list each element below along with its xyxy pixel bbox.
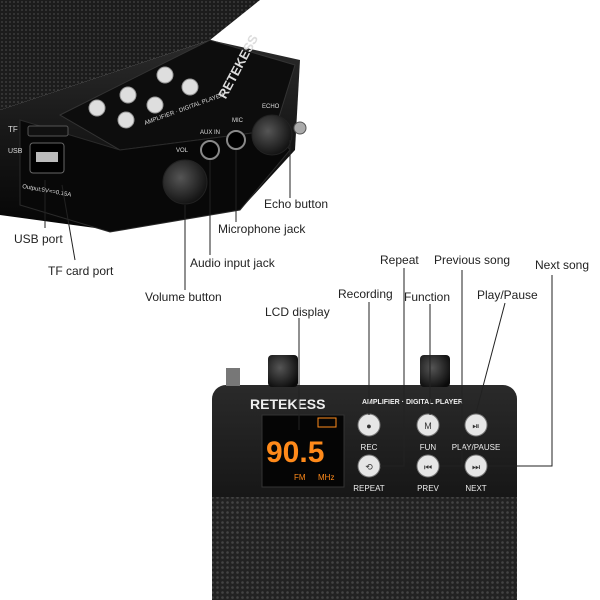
usb-label: USB bbox=[8, 148, 23, 155]
front-subtitle: AMPLIFIER · DIGITAL PLAYER bbox=[362, 399, 463, 406]
previous-song-callout: Previous song bbox=[434, 253, 511, 267]
front-brand: RETEKESS bbox=[250, 396, 325, 412]
usb-port-callout: USB port bbox=[14, 232, 63, 246]
audio-input-jack-callout: Audio input jack bbox=[190, 256, 275, 270]
lcd-display-callout: LCD display bbox=[265, 305, 330, 319]
play-pause-button bbox=[464, 413, 488, 437]
next-label: NEXT bbox=[465, 484, 486, 493]
top-device-body bbox=[0, 0, 307, 233]
play-pause-callout: Play/Pause bbox=[477, 288, 538, 302]
aux-label: AUX IN bbox=[200, 130, 220, 136]
repeat-label: REPEAT bbox=[353, 484, 385, 493]
play-pause-icon: ⏯ bbox=[472, 421, 479, 431]
function-callout: Function bbox=[404, 290, 451, 304]
repeat-callout: Repeat bbox=[380, 253, 419, 267]
microphone-jack-callout: Microphone jack bbox=[218, 222, 306, 236]
echo-label: ECHO bbox=[262, 104, 280, 110]
fun-icon: M bbox=[424, 421, 432, 431]
vol-label: VOL bbox=[176, 148, 189, 154]
lcd-value: 90.5 bbox=[266, 436, 324, 469]
echo-knob bbox=[251, 114, 293, 156]
front-device-body: ● M ⏯ ⟲ ⏮ ⏭ bbox=[212, 355, 517, 600]
lcd-unit: MHz bbox=[318, 473, 334, 482]
play-pause-label: PLAY/PAUSE bbox=[452, 443, 501, 452]
rec-label: REC bbox=[361, 443, 378, 452]
fun-button bbox=[416, 413, 440, 437]
lcd-band: FM bbox=[294, 473, 306, 482]
recording-callout: Recording bbox=[338, 287, 393, 301]
prev-label: PREV bbox=[417, 484, 439, 493]
next-icon: ⏭ bbox=[472, 462, 480, 472]
mic-label: MIC bbox=[232, 118, 244, 124]
next-song-callout: Next song bbox=[535, 258, 590, 272]
next-button bbox=[464, 454, 488, 478]
repeat-icon: ⟲ bbox=[365, 462, 373, 472]
rec-icon: ● bbox=[366, 421, 371, 431]
prev-icon: ⏮ bbox=[424, 462, 432, 472]
tf-card-port-callout: TF card port bbox=[48, 264, 114, 278]
fun-label: FUN bbox=[420, 443, 437, 452]
tf-label: TF bbox=[8, 125, 18, 134]
prev-button bbox=[416, 454, 440, 478]
volume-button-callout: Volume button bbox=[145, 290, 222, 304]
volume-knob bbox=[162, 159, 208, 205]
echo-button-callout: Echo button bbox=[264, 197, 329, 211]
